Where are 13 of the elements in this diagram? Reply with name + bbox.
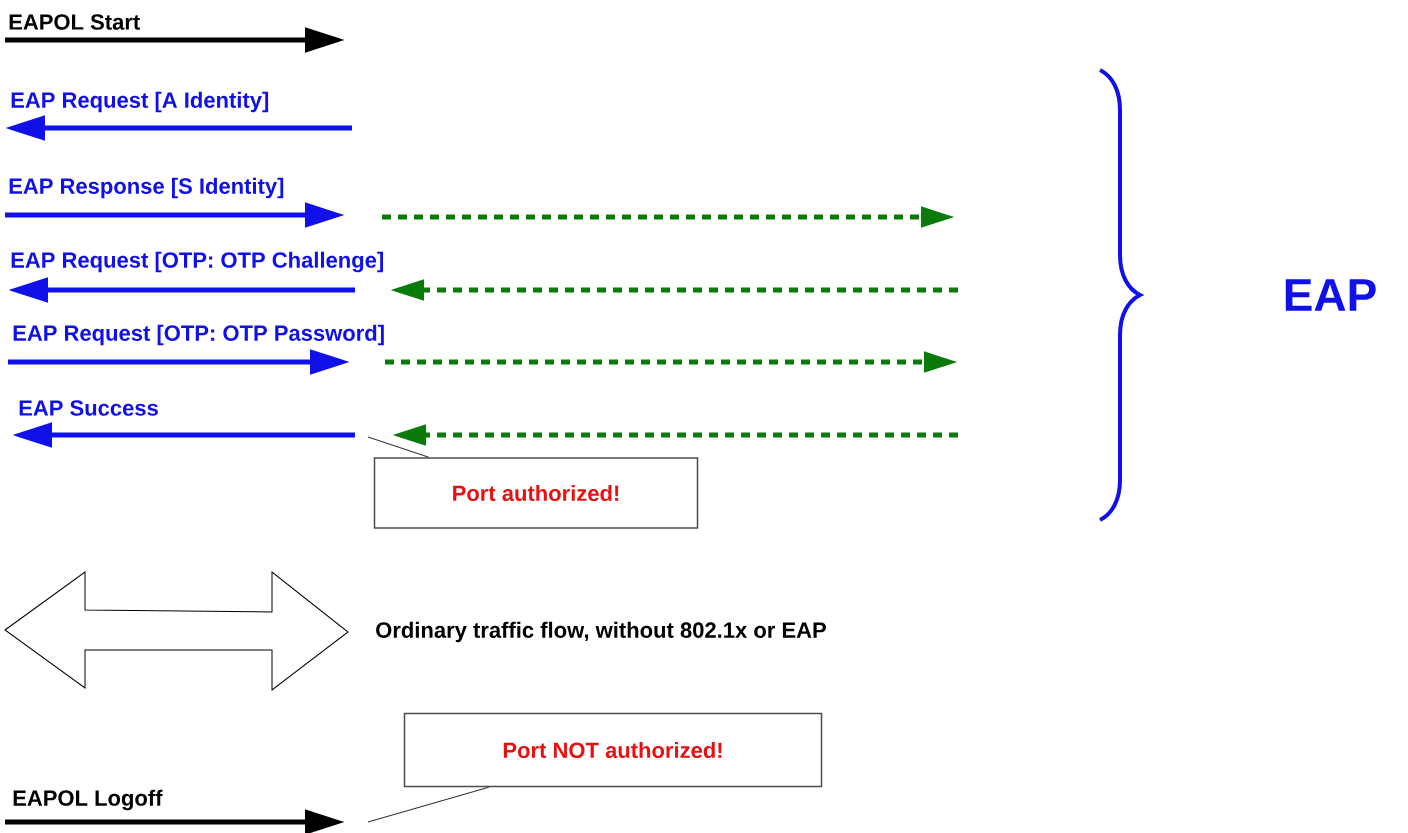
leader-line bbox=[367, 436, 430, 458]
callout-box: Port authorized! bbox=[373, 457, 699, 529]
message-label: EAPOL Start bbox=[9, 14, 140, 30]
message-label: EAP Request [OTP: OTP Password] bbox=[13, 324, 384, 346]
callout-box: Port NOT authorized! bbox=[403, 712, 823, 788]
message-label: EAPOL Logoff bbox=[13, 789, 163, 811]
note-text: Ordinary traffic flow, without 802.1x or EAP bbox=[376, 621, 826, 643]
protocol-label: EAP bbox=[1285, 279, 1376, 311]
message-label: EAP Request [OTP: OTP Challenge] bbox=[11, 251, 383, 273]
message-label: EAP Response [S Identity] bbox=[9, 177, 284, 199]
message-label: EAP Request [A Identity] bbox=[11, 91, 269, 113]
message-label: EAP Success bbox=[19, 400, 158, 416]
leader-line bbox=[367, 786, 490, 823]
